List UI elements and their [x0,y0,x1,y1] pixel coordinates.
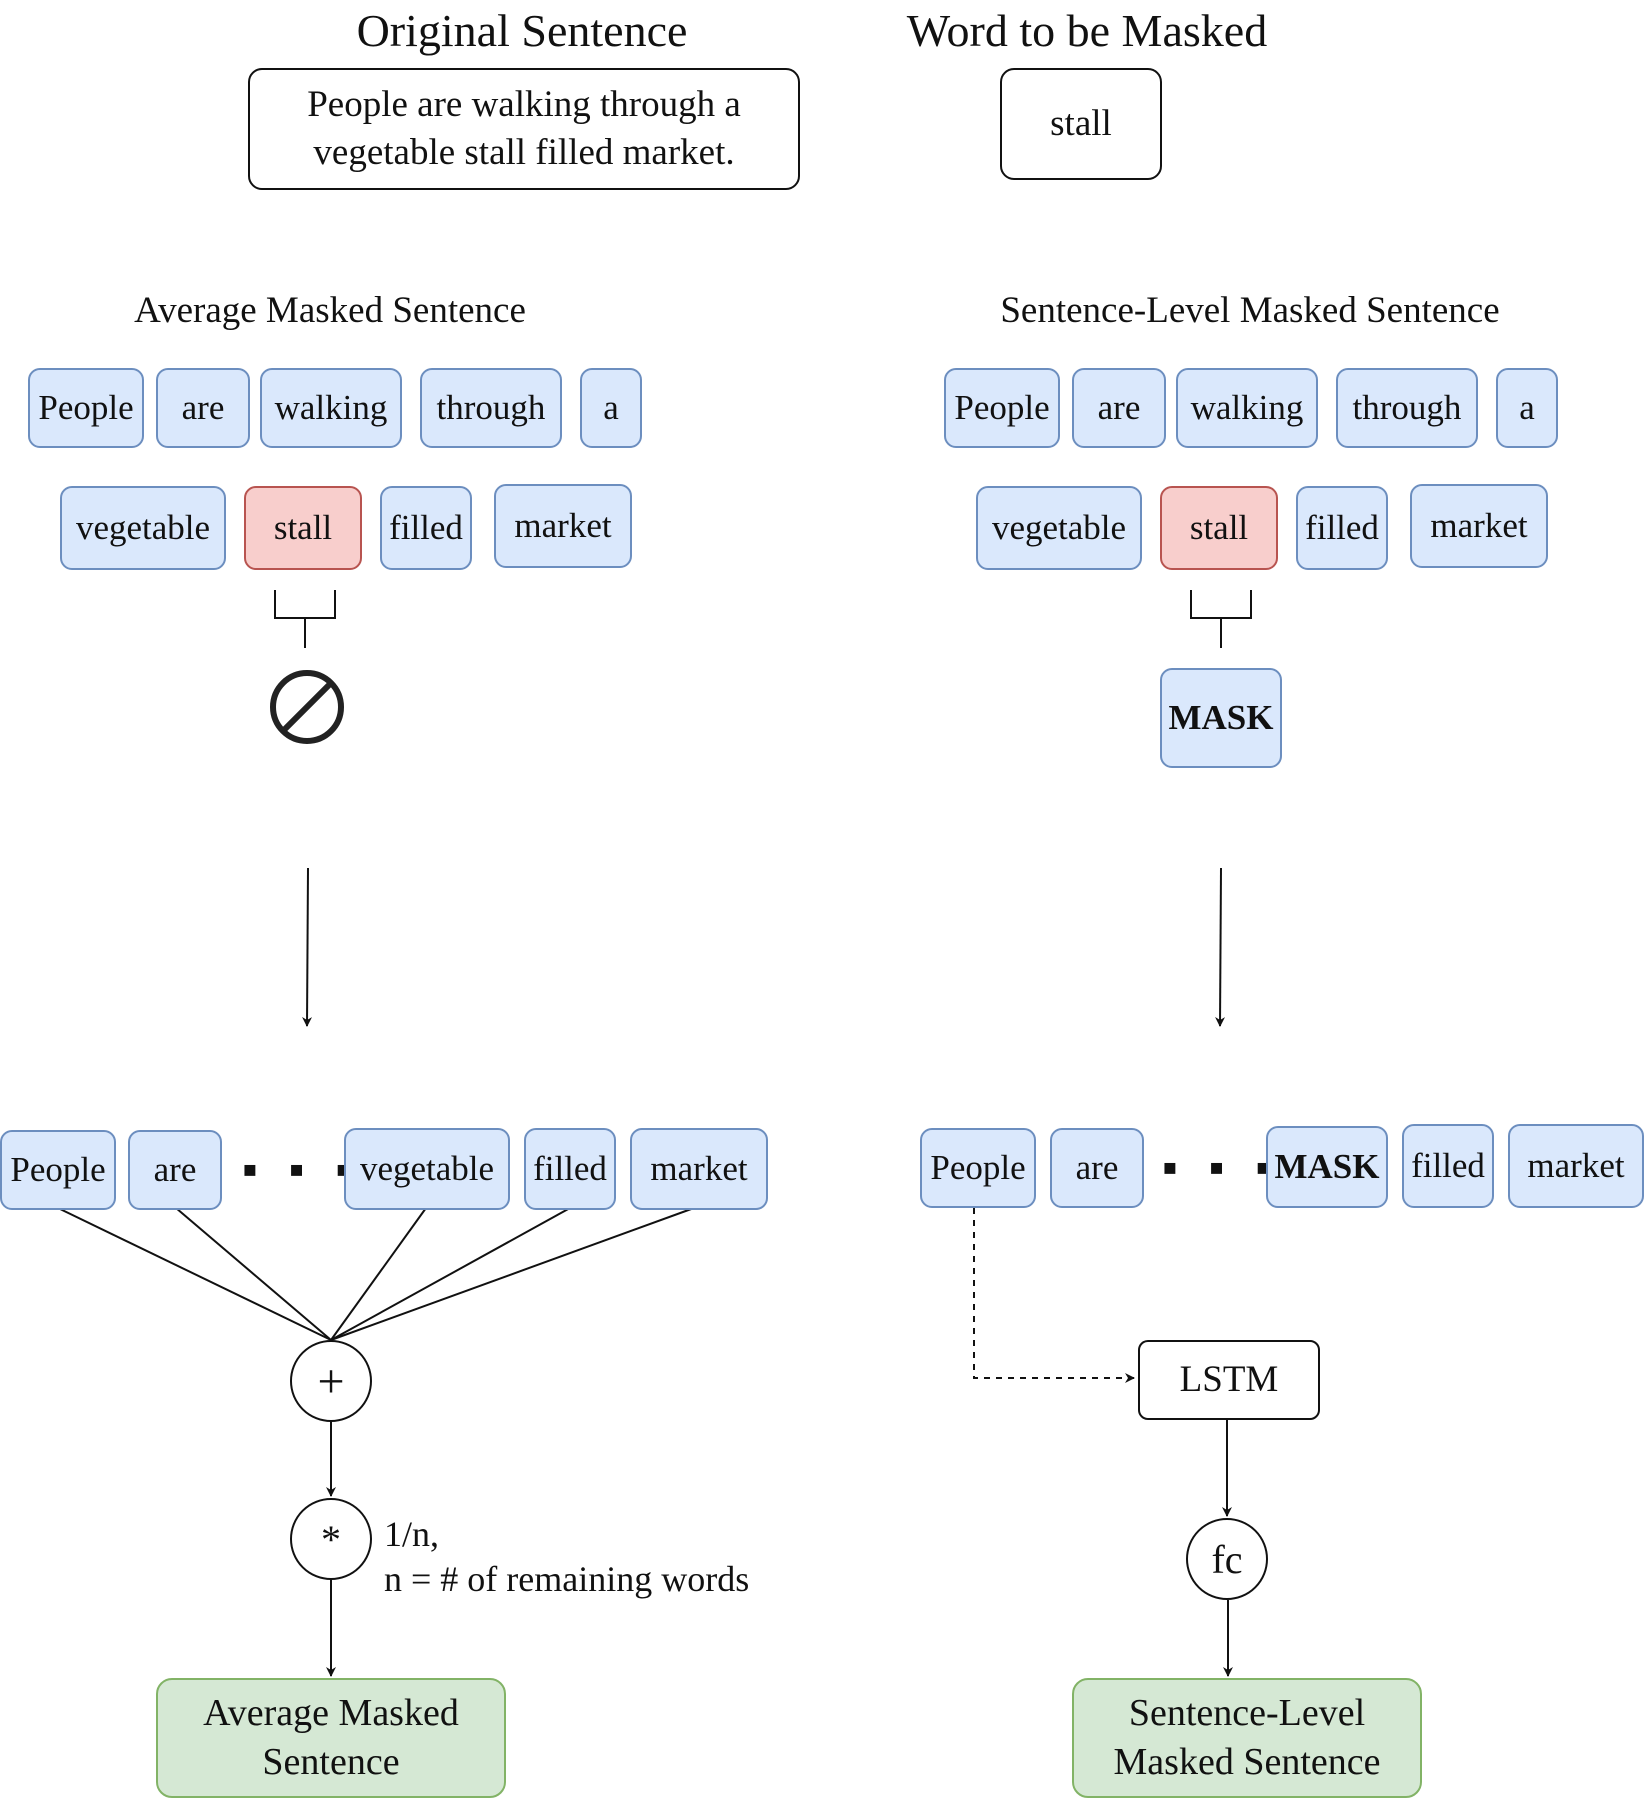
masked-word-box: stall [1000,68,1162,180]
fan-line-market [330,1207,695,1341]
right-result-token-market: market [1508,1124,1644,1208]
left-result-token-people: People [0,1130,116,1210]
original-sentence-line-1: People are walking through a [307,83,741,125]
right-token-market: market [1410,484,1548,568]
left-token-market: market [494,484,632,568]
average-masked-output: Average Masked Sentence [156,1678,506,1798]
left-token-people: People [28,368,144,448]
left-token-a: a [580,368,642,448]
left-result-token-vegetable: vegetable [344,1128,510,1210]
right-result-token-people: People [920,1128,1036,1208]
fc-node: fc [1186,1518,1268,1600]
sentence-level-masked-output: Sentence-Level Masked Sentence [1072,1678,1422,1798]
average-output-line-2: Sentence [262,1741,400,1783]
right-down-arrow [1215,867,1226,1027]
right-ellipsis: ▪ ▪ ▪ [1162,1143,1281,1192]
original-sentence-heading: Original Sentence [356,5,688,56]
sum-operator-node: + [290,1340,372,1422]
right-result-token-filled: filled [1402,1124,1494,1208]
left-result-token-market: market [630,1128,768,1210]
scale-note-line-1: 1/n, [384,1514,440,1554]
right-token-people: People [944,368,1060,448]
right-result-token-are: are [1050,1128,1144,1208]
mask-token: MASK [1160,668,1282,768]
left-token-stall-masked: stall [244,486,362,570]
left-token-through: through [420,368,562,448]
scale-note-line-2: n = # of remaining words [384,1559,750,1599]
right-token-a: a [1496,368,1558,448]
left-bracket [274,590,336,648]
fan-line-people [57,1207,332,1341]
average-output-line-1: Average Masked [203,1691,459,1734]
left-result-token-filled: filled [524,1128,616,1210]
sentence-level-masked-heading: Sentence-Level Masked Sentence [1000,290,1500,331]
prohibition-icon [270,670,344,744]
left-token-walking: walking [260,368,402,448]
sentence-level-output-line-2: Masked Sentence [1113,1741,1381,1783]
original-sentence-line-2: vegetable stall filled market. [313,132,735,173]
left-result-token-are: are [128,1130,222,1210]
right-token-walking: walking [1176,368,1318,448]
multiply-operator-node: * [290,1498,372,1580]
lstm-node: LSTM [1138,1340,1320,1420]
left-token-are: are [156,368,250,448]
fan-line-vegetable [330,1207,427,1341]
fan-line-filled [330,1207,571,1341]
left-ellipsis: ▪ ▪ ▪ [242,1145,361,1194]
left-down-arrow [302,867,313,1027]
right-token-stall-masked: stall [1160,486,1278,570]
scale-note: 1/n, n = # of remaining words [384,1512,749,1602]
people-to-lstm-dashed-arrow [973,1208,1135,1383]
word-to-be-masked-heading: Word to be Masked [906,5,1268,56]
right-bracket [1190,590,1252,648]
original-sentence-box: People are walking through a vegetable s… [248,68,800,190]
right-token-filled: filled [1296,486,1388,570]
right-token-vegetable: vegetable [976,486,1142,570]
left-token-filled: filled [380,486,472,570]
sentence-level-output-line-1: Sentence-Level [1128,1691,1366,1734]
fan-line-are [175,1207,332,1341]
right-token-through: through [1336,368,1478,448]
average-masked-heading: Average Masked Sentence [134,290,526,331]
right-result-token-mask: MASK [1266,1126,1388,1208]
right-token-are: are [1072,368,1166,448]
left-token-vegetable: vegetable [60,486,226,570]
